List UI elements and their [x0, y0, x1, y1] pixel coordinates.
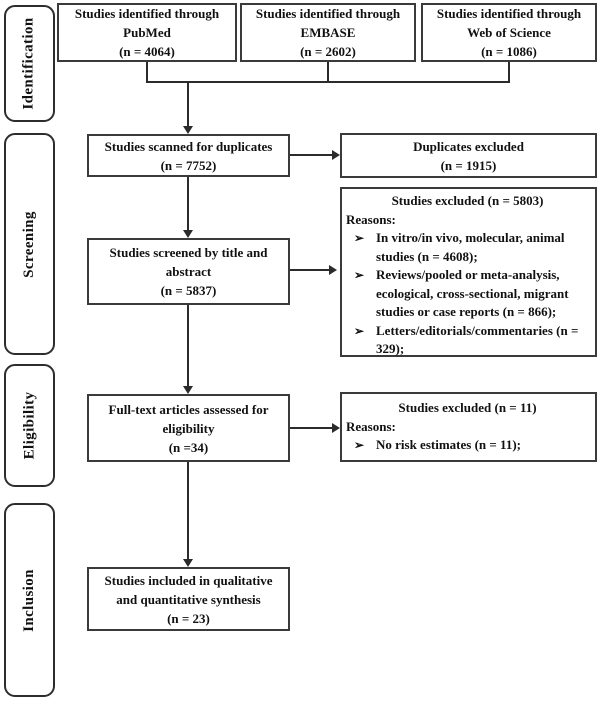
connector-embase-stub: [327, 62, 329, 82]
box-identified-embase-text: Studies identified through EMBASE (n = 2…: [255, 6, 401, 59]
box-screened-title-abstract: Studies screened by title and abstract (…: [87, 238, 290, 305]
connector-pubmed-stub: [146, 62, 148, 82]
arrow-bullet-icon: ➢: [354, 323, 365, 338]
connector-fulltext-to-excluded: [290, 427, 332, 429]
arrow-bullet-icon: ➢: [354, 231, 365, 245]
connector-scanned-to-screened: [187, 177, 189, 231]
connector-fulltext-to-included: [187, 462, 189, 560]
box-scanned-duplicates: Studies scanned for duplicates (n = 7752…: [87, 134, 290, 177]
screening-excluded-title: Studies excluded (n = 5803): [391, 193, 544, 208]
eligibility-excluded-item: ➢ No risk estimates (n = 11);: [346, 436, 589, 455]
arrowhead-right-to-duplicates: [332, 150, 340, 160]
eligibility-excluded-item-text: No risk estimates (n = 11);: [376, 437, 521, 452]
arrowhead-right-to-screening-excluded: [329, 265, 337, 275]
box-duplicates-excluded: Duplicates excluded (n = 1915): [340, 133, 597, 178]
connector-merge-to-scanned: [187, 81, 189, 127]
box-identified-web-of-science-text: Studies identified through Web of Scienc…: [436, 6, 582, 59]
box-identified-pubmed: Studies identified through PubMed (n = 4…: [57, 3, 237, 62]
screening-excluded-item-text: Letters/editorials/commentaries (n = 329…: [376, 322, 579, 357]
arrow-bullet-icon: ➢: [354, 268, 365, 282]
stage-eligibility-label: Eligibility: [21, 391, 37, 460]
arrowhead-down-to-scanned: [183, 126, 193, 134]
stage-screening: Screening: [4, 133, 55, 355]
box-duplicates-excluded-text: Duplicates excluded (n = 1915): [413, 138, 524, 173]
box-screening-excluded: Studies excluded (n = 5803) Reasons: ➢ I…: [340, 187, 597, 357]
screening-excluded-item: ➢ In vitro/in vivo, molecular, animal st…: [346, 229, 589, 266]
arrowhead-down-to-screened: [183, 230, 193, 238]
arrowhead-right-to-eligibility-excluded: [332, 423, 340, 433]
connector-screened-to-fulltext: [187, 305, 189, 387]
connector-merge-line: [146, 81, 510, 83]
arrowhead-down-to-included: [183, 559, 193, 567]
box-identified-web-of-science: Studies identified through Web of Scienc…: [421, 3, 597, 62]
screening-excluded-reasons-label: Reasons:: [346, 211, 396, 227]
connector-wos-stub: [508, 62, 510, 82]
box-identified-embase: Studies identified through EMBASE (n = 2…: [240, 3, 416, 62]
arrowhead-down-to-fulltext: [183, 386, 193, 394]
screening-excluded-item-text: Reviews/pooled or meta-analysis, ecologi…: [376, 267, 569, 319]
connector-screened-to-excluded: [290, 269, 329, 271]
eligibility-excluded-reasons-label: Reasons:: [346, 418, 396, 434]
arrow-bullet-icon: ➢: [354, 438, 365, 452]
screening-excluded-item: ➢ Letters/editorials/commentaries (n = 3…: [346, 322, 589, 359]
box-eligibility-excluded: Studies excluded (n = 11) Reasons: ➢ No …: [340, 392, 597, 462]
eligibility-excluded-title: Studies excluded (n = 11): [398, 400, 537, 415]
stage-eligibility: Eligibility: [4, 364, 55, 487]
box-included-synthesis: Studies included in qualitative and quan…: [87, 567, 290, 631]
box-identified-pubmed-text: Studies identified through PubMed (n = 4…: [74, 6, 220, 59]
stage-inclusion: Inclusion: [4, 503, 55, 697]
stage-inclusion-label: Inclusion: [21, 568, 38, 632]
screening-excluded-item: ➢ Reviews/pooled or meta-analysis, ecolo…: [346, 266, 589, 322]
box-scanned-duplicates-text: Studies scanned for duplicates (n = 7752…: [104, 138, 273, 173]
connector-scanned-to-duplicates: [290, 154, 332, 156]
stage-identification: Identification: [4, 5, 55, 122]
stage-identification-label: Identification: [21, 17, 37, 110]
screening-excluded-item-text: In vitro/in vivo, molecular, animal stud…: [376, 230, 565, 264]
box-fulltext-assessed: Full-text articles assessed for eligibil…: [87, 394, 290, 462]
stage-screening-label: Screening: [21, 210, 37, 278]
box-fulltext-assessed-text: Full-text articles assessed for eligibil…: [108, 401, 269, 455]
box-included-synthesis-text: Studies included in qualitative and quan…: [104, 572, 273, 626]
box-screened-title-abstract-text: Studies screened by title and abstract (…: [109, 245, 268, 298]
